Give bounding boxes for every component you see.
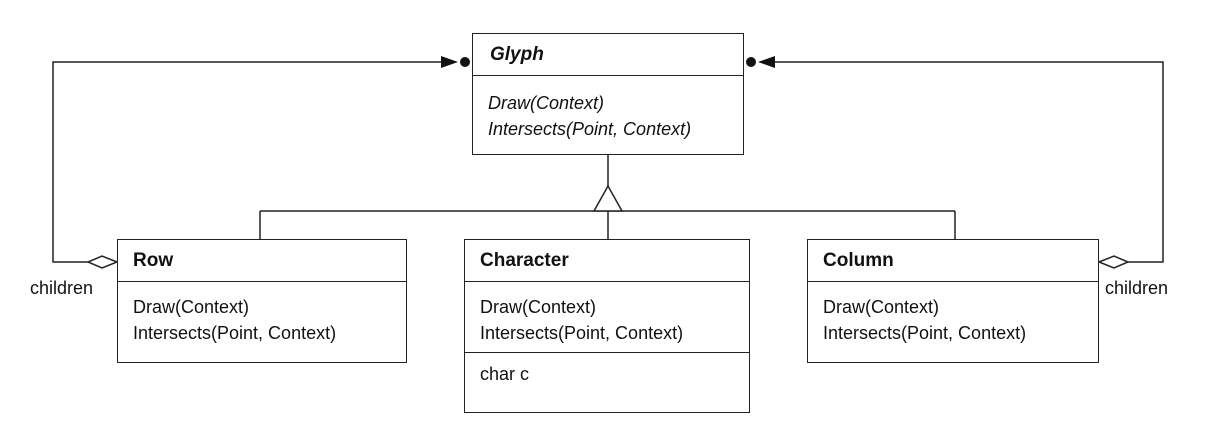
column-aggregation-arrowhead bbox=[758, 56, 775, 68]
row-op-draw: Draw(Context) bbox=[133, 297, 250, 317]
character-op-draw: Draw(Context) bbox=[480, 297, 597, 317]
column-aggregation-diamond bbox=[1096, 255, 1130, 269]
row-children-role-label: children bbox=[30, 278, 94, 298]
row-aggregation-arrowhead bbox=[441, 56, 458, 68]
row-aggregation-diamond bbox=[86, 255, 120, 269]
column-children-role-label: children bbox=[1105, 278, 1169, 298]
column-class: Column Draw(Context) Intersects(Point, C… bbox=[807, 239, 1099, 363]
glyph-operations: Draw(Context) Intersects(Point, Context) bbox=[473, 76, 743, 150]
row-children-aggregation-line bbox=[52, 61, 442, 263]
glyph-op-intersects: Intersects(Point, Context) bbox=[488, 119, 692, 139]
character-attr-char-c: char c bbox=[480, 364, 530, 384]
character-attributes: char c bbox=[465, 352, 749, 397]
glyph-op-draw: Draw(Context) bbox=[488, 93, 605, 113]
column-operations: Draw(Context) Intersects(Point, Context) bbox=[808, 282, 1098, 354]
character-class: Character Draw(Context) Intersects(Point… bbox=[464, 239, 750, 413]
column-op-draw: Draw(Context) bbox=[823, 297, 940, 317]
row-op-intersects: Intersects(Point, Context) bbox=[133, 323, 337, 343]
inheritance-triangle bbox=[592, 184, 624, 212]
character-op-intersects: Intersects(Point, Context) bbox=[480, 323, 684, 343]
row-class: Row Draw(Context) Intersects(Point, Cont… bbox=[117, 239, 407, 363]
column-children-aggregation-line bbox=[775, 61, 1164, 263]
row-operations: Draw(Context) Intersects(Point, Context) bbox=[118, 282, 406, 354]
column-class-name: Column bbox=[808, 240, 1098, 282]
row-class-name: Row bbox=[118, 240, 406, 282]
glyph-class-name: Glyph bbox=[473, 34, 743, 76]
column-aggregation-many-dot bbox=[746, 57, 756, 67]
character-operations: Draw(Context) Intersects(Point, Context) bbox=[465, 282, 749, 352]
glyph-class: Glyph Draw(Context) Intersects(Point, Co… bbox=[472, 33, 744, 155]
row-aggregation-many-dot bbox=[460, 57, 470, 67]
character-class-name: Character bbox=[465, 240, 749, 282]
column-op-intersects: Intersects(Point, Context) bbox=[823, 323, 1027, 343]
